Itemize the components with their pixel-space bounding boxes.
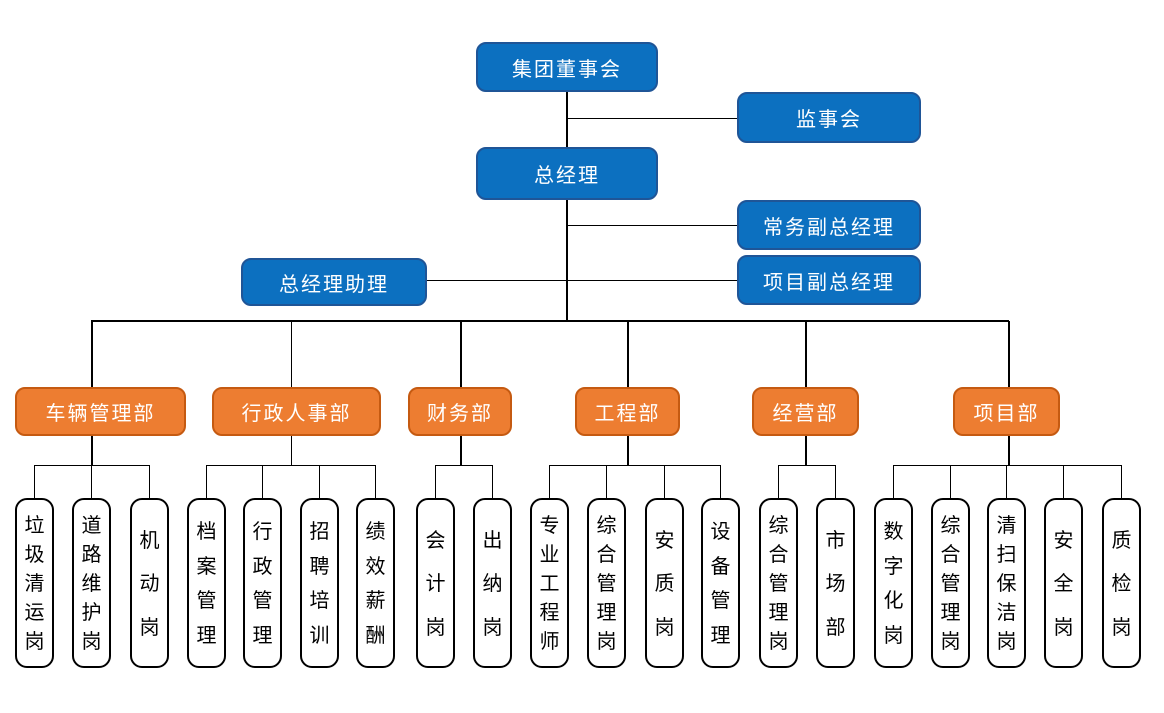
position-performance-pay: 绩效薪酬: [356, 498, 395, 668]
connector-assistant-project-deputy: [427, 280, 737, 282]
node-executive-deputy-gm: 常务副总经理: [737, 200, 921, 250]
connector-drop-engineering: [627, 321, 629, 387]
stub-admin-hr: [290, 436, 293, 466]
position-recruit-training: 招聘培训: [300, 498, 339, 668]
drop-position: [548, 465, 551, 498]
position-general-mgmt-eng: 综合管理岗: [587, 498, 626, 668]
node-group-board: 集团董事会: [476, 42, 658, 92]
position-garbage-removal: 垃圾清运岗: [15, 498, 54, 668]
position-mobile-duty: 机动岗: [130, 498, 169, 668]
bus-operations: [778, 465, 836, 467]
dept-finance: 财务部: [408, 387, 512, 436]
bus-engineering: [549, 465, 721, 467]
drop-position: [90, 465, 93, 498]
stub-project: [1008, 436, 1010, 466]
position-archives-mgmt: 档案管理: [187, 498, 226, 668]
drop-position: [949, 465, 952, 498]
drop-position: [777, 465, 780, 498]
stub-finance: [460, 436, 462, 466]
connector-drop-project: [1008, 321, 1010, 387]
position-road-maintenance: 道路维护岗: [72, 498, 111, 668]
connector-drop-vehicle: [91, 321, 93, 387]
connector-gm-trunk: [565, 200, 568, 321]
connector-drop-admin-hr: [290, 321, 293, 387]
position-general-mgmt-proj: 综合管理岗: [931, 498, 970, 668]
drop-position: [663, 465, 666, 498]
node-gm-assistant: 总经理助理: [241, 258, 427, 306]
connector-board-to-gm: [566, 92, 568, 147]
connector-drop-finance: [460, 321, 462, 387]
drop-position: [261, 465, 264, 498]
position-safety: 安全岗: [1044, 498, 1083, 668]
drop-position: [33, 465, 36, 498]
drop-position: [205, 465, 208, 498]
stub-vehicle: [91, 436, 93, 466]
drop-position: [148, 465, 151, 498]
position-admin-mgmt: 行政管理: [243, 498, 282, 668]
drop-position: [1062, 465, 1065, 498]
connector-drop-operations: [805, 321, 807, 387]
dept-vehicle-management: 车辆管理部: [15, 387, 186, 436]
position-market-dept: 市场部: [816, 498, 855, 668]
dept-admin-hr: 行政人事部: [212, 387, 381, 436]
drop-position: [318, 465, 321, 498]
drop-position: [1005, 465, 1008, 498]
bus-finance: [435, 465, 493, 467]
stub-operations: [805, 436, 807, 466]
drop-position: [491, 465, 494, 498]
position-general-mgmt-ops: 综合管理岗: [759, 498, 798, 668]
drop-position: [834, 465, 837, 498]
dept-engineering: 工程部: [575, 387, 680, 436]
position-accountant: 会计岗: [416, 498, 455, 668]
connector-department-bus: [91, 319, 1010, 322]
position-equipment-mgmt: 设备管理: [701, 498, 740, 668]
position-digitalization: 数字化岗: [874, 498, 913, 668]
drop-position: [719, 465, 722, 498]
position-cleaning: 清扫保洁岗: [987, 498, 1026, 668]
dept-project: 项目部: [953, 387, 1060, 436]
node-supervisory-board: 监事会: [737, 92, 921, 143]
position-safety-quality: 安质岗: [645, 498, 684, 668]
position-quality-inspection: 质检岗: [1102, 498, 1141, 668]
connector-to-exec-deputy: [567, 224, 737, 226]
drop-position: [434, 465, 437, 498]
bus-project: [893, 465, 1122, 467]
drop-position: [1120, 465, 1123, 498]
position-professional-engineer: 专业工程师: [530, 498, 569, 668]
bus-admin-hr: [206, 465, 376, 467]
position-cashier: 出纳岗: [473, 498, 512, 668]
connector-to-supervisory: [567, 117, 737, 119]
drop-position: [605, 465, 608, 498]
node-general-manager: 总经理: [476, 147, 658, 200]
drop-position: [374, 465, 377, 498]
node-project-deputy-gm: 项目副总经理: [737, 255, 921, 305]
drop-position: [892, 465, 895, 498]
dept-operations: 经营部: [752, 387, 859, 436]
stub-engineering: [627, 436, 629, 466]
